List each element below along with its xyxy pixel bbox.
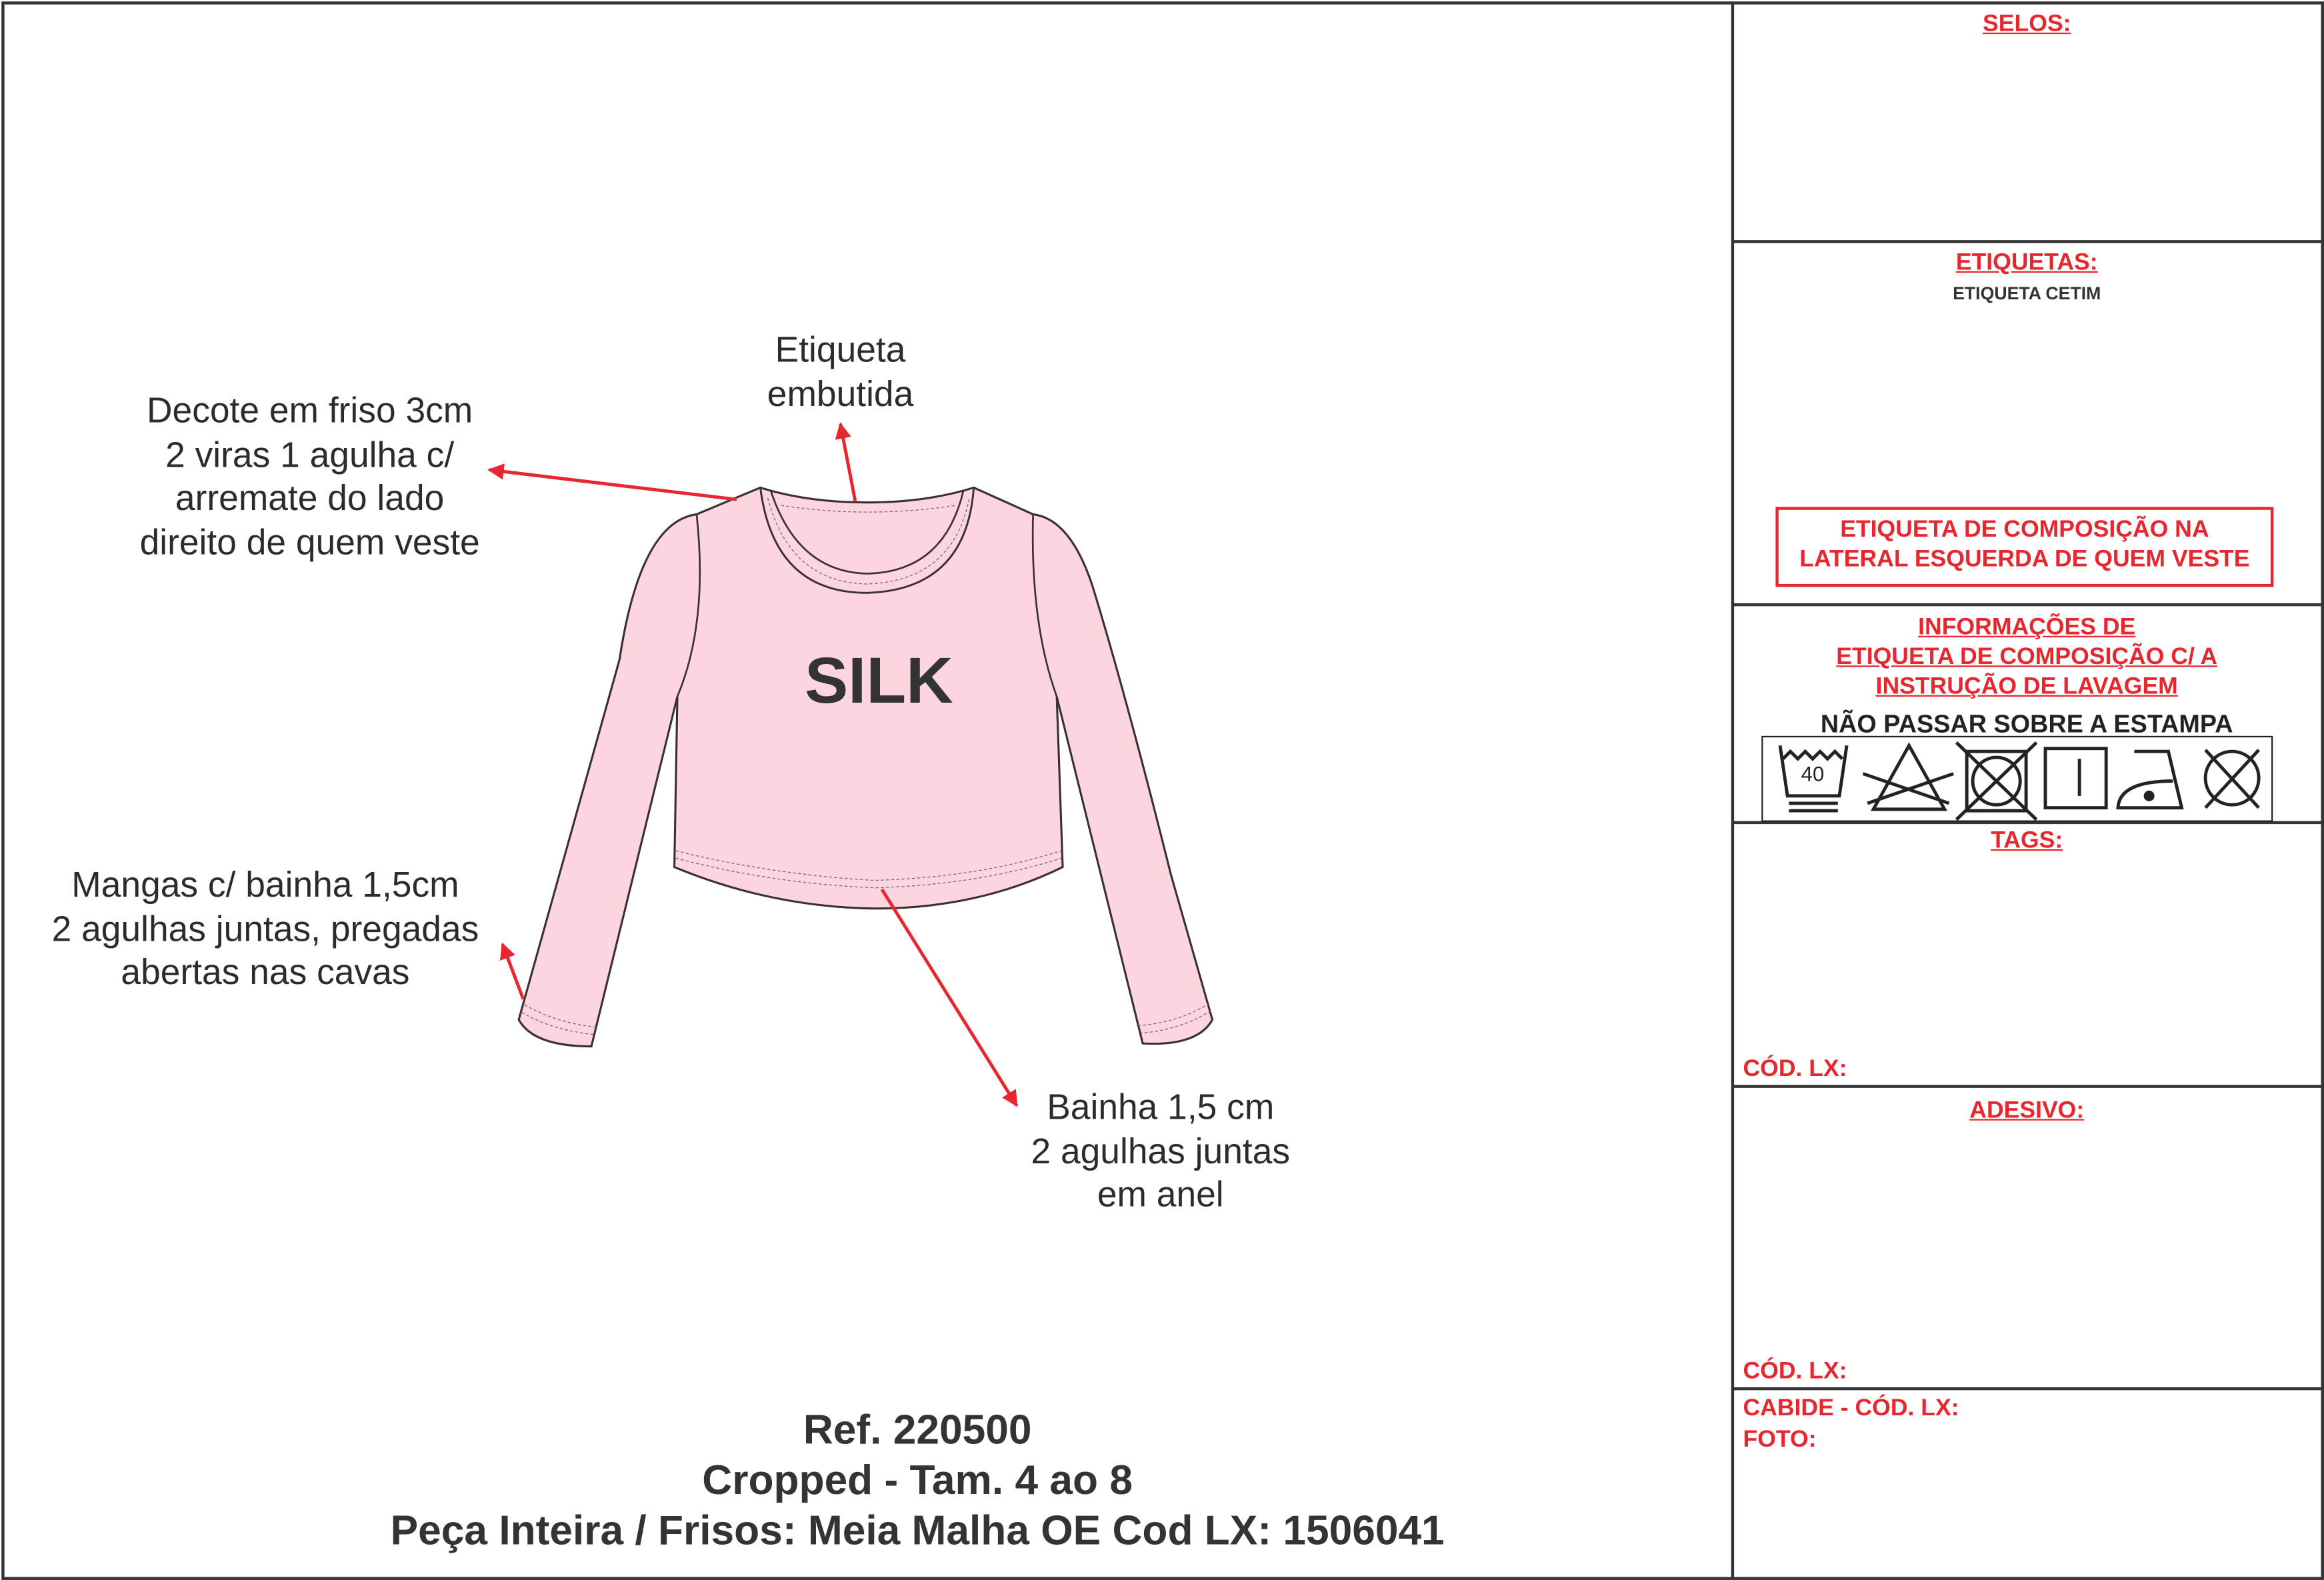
silk-print-text: SILK [805, 643, 953, 717]
adesivo-cod-lx: CÓD. LX: [1743, 1359, 1847, 1385]
cabide-cod-lx: CABIDE - CÓD. LX: [1743, 1396, 1959, 1422]
ironing-warning: NÃO PASSAR SOBRE A ESTAMPA [1820, 709, 2233, 739]
divider [1732, 603, 2321, 607]
divider [1732, 1387, 2321, 1391]
ref-number: Ref. 220500 [803, 1406, 1032, 1453]
arrow-hem [880, 888, 1019, 1107]
panel-divider [1731, 1, 1735, 1577]
divider [1732, 821, 2321, 825]
tags-cod-lx: CÓD. LX: [1743, 1057, 1847, 1082]
arrow-label [835, 422, 857, 501]
fabric-info: Peça Inteira / Frisos: Meia Malha OE Cod… [390, 1507, 1445, 1553]
footer-info: Ref. 220500 Cropped - Tam. 4 ao 8 Peça I… [52, 1405, 1783, 1557]
shirt-outline [517, 486, 1214, 1048]
model-name: Cropped - Tam. 4 ao 8 [702, 1457, 1133, 1503]
arrow-sleeves [500, 942, 525, 1000]
tags-heading: TAGS: [1991, 828, 2063, 854]
garment-drawing: SILK [487, 422, 1214, 1107]
foto-label: FOTO: [1743, 1427, 1817, 1453]
divider [1732, 1085, 2321, 1088]
adesivo-heading: ADESIVO: [1969, 1098, 2085, 1124]
arrow-neckline [487, 463, 737, 501]
divider [1732, 240, 2321, 243]
etiqueta-type: ETIQUETA CETIM [1953, 283, 2101, 304]
selos-heading: SELOS: [1983, 11, 2071, 37]
etiquetas-heading: ETIQUETAS: [1955, 250, 2098, 276]
